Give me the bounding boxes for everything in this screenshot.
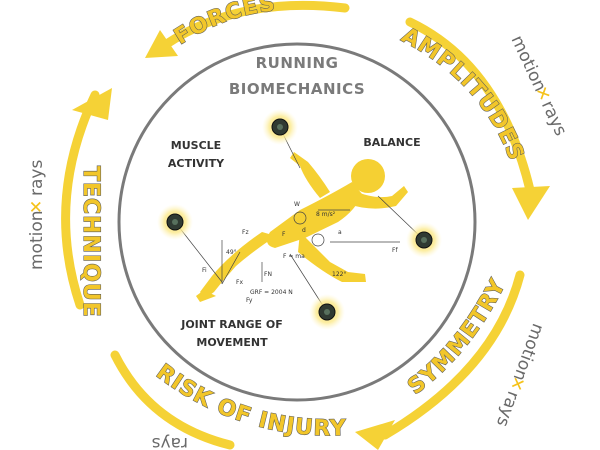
- annot-fz: Fz: [242, 229, 249, 236]
- line-angle-49: [221, 251, 241, 285]
- arrowhead-amplitudes: [512, 186, 550, 220]
- annot-accel: 8 m/s²: [316, 211, 336, 218]
- arrow-technique: [61, 90, 100, 310]
- arrow-forces: [160, 0, 350, 50]
- sensor-core: [172, 219, 178, 225]
- label-joint-range-line1: JOINT RANGE OF: [180, 318, 283, 331]
- brand-logo-left: motion ✕ rays: [27, 160, 47, 270]
- center-title-line1: RUNNING: [256, 54, 339, 72]
- annot-ff: Ff: [392, 247, 398, 254]
- brand-logo-top-right: motion ✕ rays: [507, 32, 571, 139]
- annot-a: a: [338, 229, 342, 236]
- annot-fn: FN: [264, 271, 272, 278]
- arrow-symmetry: [380, 270, 525, 440]
- annot-angle-122: 122°: [332, 271, 346, 278]
- arrowhead-technique: [72, 88, 112, 120]
- label-joint-range-line2: MOVEMENT: [196, 336, 268, 349]
- runner-torso: [266, 182, 362, 248]
- runner-front-leg: [298, 232, 366, 282]
- runner-back-leg: [200, 232, 276, 298]
- runner-head: [351, 159, 385, 193]
- runner-back-arm: [290, 152, 330, 198]
- sensor-core: [421, 237, 427, 243]
- brand-logo-bottom: rays: [152, 433, 188, 450]
- brand-logo-bottom-right: motion ✕ rays: [492, 321, 548, 430]
- sensor-top: [262, 109, 298, 145]
- joint-knee-circle: [311, 233, 325, 247]
- annot-f: F: [282, 231, 286, 238]
- arrow-heads: [72, 30, 550, 450]
- brand-word-motion-left: motion: [27, 210, 47, 270]
- label-forces: FORCES: [170, 0, 277, 50]
- annot-angle-49: 49°: [226, 249, 237, 256]
- brand-word-rays-br: rays: [492, 388, 523, 429]
- annot-fy: Fy: [246, 297, 253, 304]
- arrowhead-symmetry: [355, 420, 395, 450]
- brand-word-rays: rays: [537, 98, 571, 140]
- label-balance: BALANCE: [363, 136, 420, 149]
- brand-x-icon-left: ✕: [27, 200, 47, 214]
- runner-back-foot: [196, 290, 216, 302]
- label-muscle-activity-line2: ACTIVITY: [168, 157, 225, 170]
- annot-fx: Fx: [236, 279, 243, 286]
- outer-arrow-ring: [61, 0, 535, 450]
- runner-silhouette: [196, 152, 408, 302]
- arrow-amplitudes: [405, 17, 535, 195]
- sensor-left: [157, 204, 193, 240]
- annot-fi: Fi: [202, 267, 207, 274]
- brand-word-rays-bottom: rays: [152, 433, 188, 450]
- sensor-bottom: [309, 294, 345, 330]
- arrow-risk: [110, 350, 235, 450]
- arrowhead-forces: [145, 30, 178, 58]
- sensor-right: [406, 222, 442, 258]
- brand-x-icon-br: ✕: [505, 373, 529, 393]
- center-title-line2: BIOMECHANICS: [229, 80, 365, 98]
- sensor-core: [324, 309, 330, 315]
- brand-word-rays-left: rays: [27, 160, 47, 196]
- annotation-text: 49° 122° 8 m/s² F = ma GRF = 2004 N Fz F…: [202, 201, 398, 304]
- annot-grf: GRF = 2004 N: [250, 289, 293, 296]
- annot-d: d: [302, 227, 306, 234]
- sensor-core: [277, 124, 283, 130]
- label-muscle-activity-line1: MUSCLE: [171, 139, 221, 152]
- annot-w: W: [294, 201, 300, 208]
- runner-front-arm: [348, 186, 408, 209]
- label-technique: TECHNIQUE: [78, 166, 103, 318]
- joint-hip-circle: [293, 211, 307, 225]
- annot-f-ma: F = ma: [283, 253, 305, 260]
